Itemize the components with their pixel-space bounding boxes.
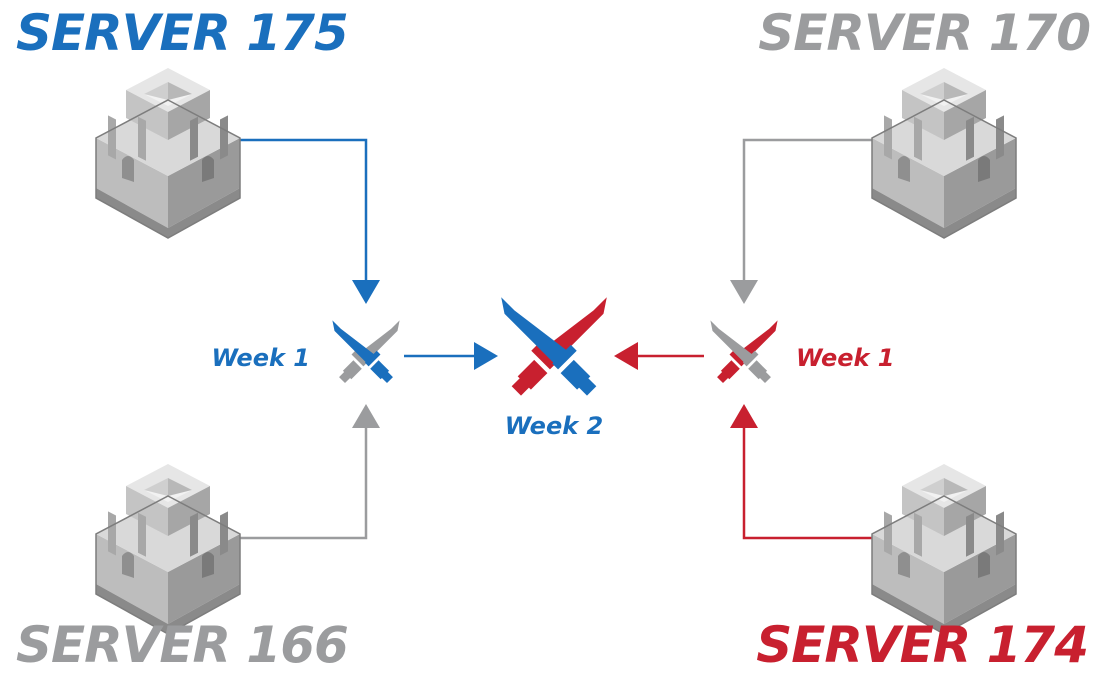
- arrow-down-icon: [352, 280, 380, 304]
- arrow-up-icon: [352, 404, 380, 428]
- castle-building-icon: [871, 67, 1017, 239]
- crossed-swords-icon: [710, 320, 778, 384]
- castle-building-icon: [95, 67, 241, 239]
- arrow-left-icon: [614, 342, 638, 370]
- connector-174-to-week1-right: [730, 404, 872, 540]
- crossed-swords-icon: [501, 297, 607, 396]
- connector-week1-right-to-week2: [614, 342, 704, 370]
- week-label-left: Week 1: [211, 344, 310, 372]
- connector-170-to-week1-right: [730, 138, 872, 304]
- arrow-right-icon: [474, 342, 498, 370]
- week-label-center: Week 2: [505, 412, 604, 440]
- arrow-up-icon: [730, 404, 758, 428]
- server-label-175: SERVER 175: [16, 4, 348, 62]
- week-label-right: Week 1: [796, 344, 895, 372]
- arrow-down-icon: [730, 280, 758, 304]
- castle-building-icon: [871, 463, 1017, 635]
- connector-week1-left-to-week2: [404, 342, 498, 370]
- castle-building-icon: [95, 463, 241, 635]
- connector-166-to-week1-left: [238, 404, 380, 540]
- server-label-174: SERVER 174: [756, 616, 1088, 674]
- server-label-170: SERVER 170: [758, 4, 1090, 62]
- crossed-swords-icon: [332, 320, 400, 384]
- connector-175-to-week1-left: [238, 138, 380, 304]
- server-label-166: SERVER 166: [16, 616, 348, 674]
